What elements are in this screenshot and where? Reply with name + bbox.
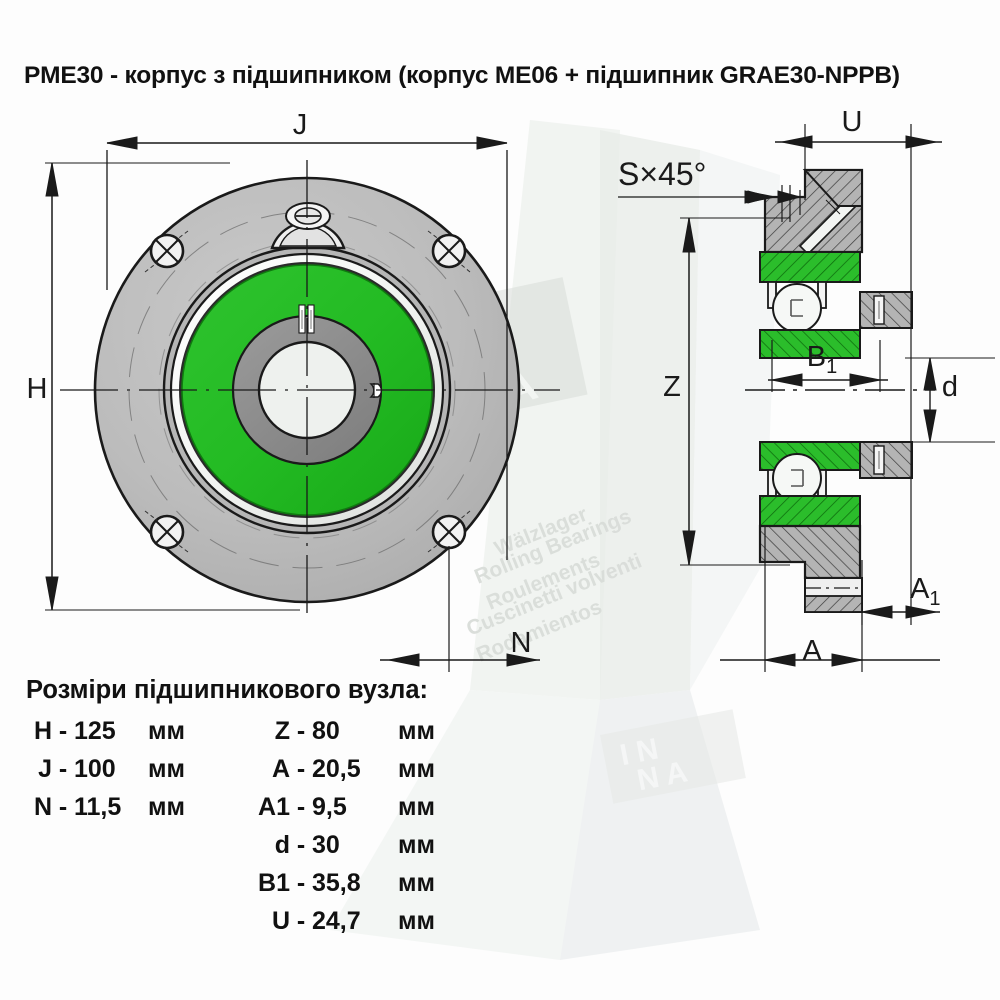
dimension-row-unit: мм <box>398 717 435 745</box>
dimension-row-U: U-24,7 мм <box>248 907 448 936</box>
dimension-row-dash: - <box>58 755 68 783</box>
dimension-row-dash: - <box>296 793 306 821</box>
dimension-N <box>380 546 540 672</box>
dimension-label-J: J <box>293 109 308 141</box>
dimension-row-A1: A1-9,5 мм <box>248 793 448 822</box>
dimension-row-dash: - <box>296 717 306 745</box>
page-title: PME30 - корпус з підшипником (корпус ME0… <box>24 62 900 89</box>
dimension-d <box>905 357 995 443</box>
dimension-row-unit: мм <box>398 831 435 859</box>
dimension-row-A: A-20,5 мм <box>248 755 448 784</box>
dimension-row-value: 35,8 <box>312 869 361 897</box>
dimension-row-value: 30 <box>312 831 340 859</box>
dimension-row-unit: мм <box>148 793 185 821</box>
section-lower-half <box>758 441 913 613</box>
dimension-label-N: N <box>511 627 532 659</box>
dimension-row-dash: - <box>296 907 306 935</box>
section-upper-half <box>759 168 913 359</box>
dimension-row-d: d-30 мм <box>248 831 448 860</box>
dimension-row-value: 80 <box>312 717 340 745</box>
dimensions-heading: Розміри підшипникового вузла: <box>26 676 428 704</box>
center-lines <box>60 160 560 620</box>
dimension-row-label: J <box>38 755 52 783</box>
dimension-row-value: 9,5 <box>312 793 347 821</box>
dimension-row-unit: мм <box>398 869 435 897</box>
dimension-row-dash: - <box>296 869 306 897</box>
dimension-row-dash: - <box>58 717 68 745</box>
bolt-hole <box>144 510 189 553</box>
dimension-J <box>106 136 508 560</box>
dimension-Z <box>680 217 790 566</box>
dimension-H <box>45 162 300 611</box>
dimension-row-value: 11,5 <box>74 793 122 821</box>
dimension-row-label: N <box>33 793 52 821</box>
dimension-A <box>720 526 940 672</box>
dimension-S45 <box>618 185 802 222</box>
dimension-label-Z: Z <box>663 371 681 403</box>
dimension-row-label: A1 <box>258 793 290 821</box>
bolt-hole <box>144 230 189 273</box>
dimension-row-H: H-125 мм <box>26 717 198 746</box>
hub-setscrew-marks <box>298 304 315 334</box>
dimension-row-label: d <box>274 831 290 859</box>
dimension-row-B1: B1-35,8 мм <box>248 869 448 898</box>
dimension-row-value: 100 <box>74 755 116 783</box>
dimension-row-N: N-11,5 мм <box>26 793 198 822</box>
dimension-row-unit: мм <box>398 755 435 783</box>
bolt-hole <box>427 230 471 273</box>
svg-text:I N: I N <box>617 732 661 772</box>
dimension-B1 <box>768 340 888 392</box>
dimension-row-unit: мм <box>148 755 185 783</box>
grease-nipple <box>270 202 346 250</box>
dimension-label-A: A <box>802 635 822 667</box>
dimension-label-U: U <box>842 106 863 138</box>
dimension-row-label: B1 <box>258 869 290 897</box>
dimension-row-unit: мм <box>398 793 435 821</box>
dimension-row-unit: мм <box>148 717 185 745</box>
dimension-row-label: A <box>271 755 290 783</box>
dimension-row-label: U <box>271 907 290 935</box>
dimension-row-unit: мм <box>398 907 435 935</box>
dimension-label-d: d <box>942 371 958 403</box>
dimension-row-Z: Z-80 мм <box>248 717 448 746</box>
dimension-label-H: H <box>27 373 48 405</box>
dimension-row-label: Z <box>274 717 290 745</box>
dimension-row-value: 125 <box>74 717 116 745</box>
dimension-row-dash: - <box>58 793 68 821</box>
dimension-row-dash: - <box>296 755 306 783</box>
dimension-row-value: 24,7 <box>312 907 361 935</box>
dimension-U <box>775 124 942 300</box>
dimension-row-value: 20,5 <box>312 755 361 783</box>
dimension-row-label: H <box>33 717 52 745</box>
dimension-row-dash: - <box>296 831 306 859</box>
dimension-row-J: J-100 мм <box>26 755 198 784</box>
dimension-label-S45: S×45° <box>618 156 706 192</box>
